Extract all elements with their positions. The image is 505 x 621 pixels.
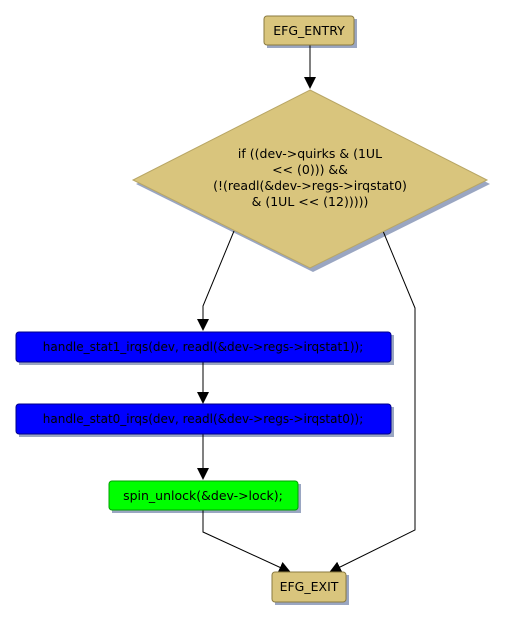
entry-label: EFG_ENTRY: [273, 23, 345, 38]
unlock-node: spin_unlock(&dev->lock);: [108, 480, 299, 511]
edge-decision-stat1: [197, 230, 235, 331]
edge-decision-exit: [329, 230, 416, 573]
stat0-node: handle_stat0_irqs(dev, readl(&dev->regs-…: [15, 403, 392, 435]
edge-unlock-exit: [202, 509, 291, 573]
decision-line-2: << (0))) &&: [272, 162, 348, 177]
decision-line-3: (!(readl(&dev->regs->irqstat0): [213, 178, 407, 193]
decision-line-4: & (1UL << (12))))): [252, 194, 369, 209]
entry-node: EFG_ENTRY: [263, 15, 355, 46]
exit-node: EFG_EXIT: [271, 571, 347, 603]
edges: [197, 45, 416, 573]
stat0-label: handle_stat0_irqs(dev, readl(&dev->regs-…: [43, 412, 363, 426]
stat1-node: handle_stat1_irqs(dev, readl(&dev->regs-…: [15, 331, 392, 363]
decision-line-1: if ((dev->quirks & (1UL: [238, 146, 382, 161]
decision-node: if ((dev->quirks & (1UL << (0))) && (!(r…: [131, 89, 489, 269]
exit-label: EFG_EXIT: [280, 579, 339, 594]
shadows: [19, 19, 490, 605]
stat1-label: handle_stat1_irqs(dev, readl(&dev->regs-…: [43, 340, 363, 354]
unlock-label: spin_unlock(&dev->lock);: [123, 488, 283, 503]
